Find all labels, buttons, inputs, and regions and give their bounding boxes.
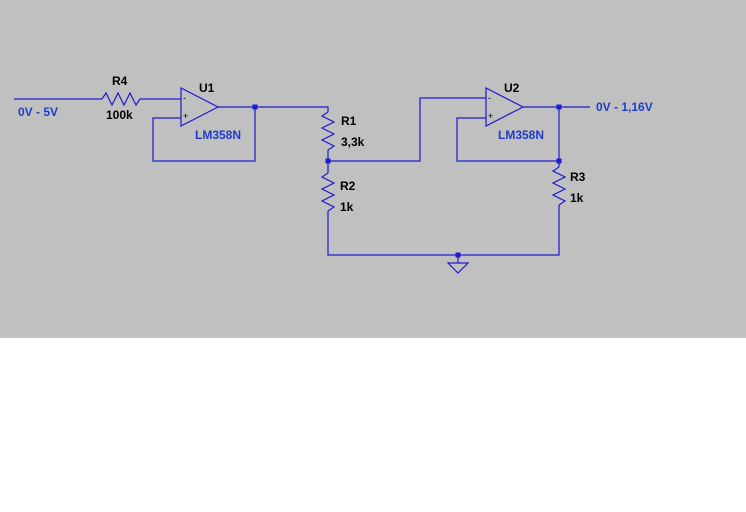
r1-value: 3,3k bbox=[341, 135, 365, 149]
r3-name: R3 bbox=[570, 170, 586, 184]
u1-feedback-wire bbox=[152, 107, 256, 162]
circuit-diagram: 0V - 5V R4 100k - + U1 LM358N R1 3,3k R2… bbox=[14, 74, 653, 274]
divider-to-u2-wire bbox=[328, 97, 486, 162]
blank-area bbox=[0, 338, 746, 512]
u1-output-junction bbox=[252, 104, 258, 110]
resistor-r1 bbox=[320, 111, 336, 151]
r2-name: R2 bbox=[340, 179, 356, 193]
opamp-u1 bbox=[180, 87, 220, 127]
u2-feedback-wire bbox=[456, 117, 559, 162]
r4-value: 100k bbox=[106, 108, 133, 122]
u2-name: U2 bbox=[504, 81, 520, 95]
u2-model: LM358N bbox=[498, 128, 544, 142]
u2-plus-mark: + bbox=[488, 111, 493, 121]
u1-model: LM358N bbox=[195, 128, 241, 142]
r4-name: R4 bbox=[112, 74, 128, 88]
u2-minus-mark: - bbox=[488, 93, 491, 103]
u1-plus-mark: + bbox=[183, 111, 188, 121]
u1-output-wire bbox=[218, 106, 329, 112]
u2-feedback-junction bbox=[556, 158, 562, 164]
ground-icon bbox=[446, 262, 470, 274]
ground-rail-wire bbox=[327, 205, 560, 256]
resistor-r2 bbox=[320, 172, 336, 212]
input-label: 0V - 5V bbox=[18, 105, 58, 119]
r2-value: 1k bbox=[340, 200, 354, 214]
output-label: 0V - 1,16V bbox=[596, 100, 653, 114]
opamp-u2 bbox=[485, 87, 525, 127]
resistor-r3 bbox=[551, 166, 567, 206]
u1-name: U1 bbox=[199, 81, 215, 95]
schematic-canvas: 0V - 5V R4 100k - + U1 LM358N R1 3,3k R2… bbox=[0, 0, 746, 338]
r3-value: 1k bbox=[570, 191, 584, 205]
u2-output-junction bbox=[556, 104, 562, 110]
r1-name: R1 bbox=[341, 114, 357, 128]
u1-minus-mark: - bbox=[183, 93, 186, 103]
resistor-r4 bbox=[101, 91, 141, 107]
